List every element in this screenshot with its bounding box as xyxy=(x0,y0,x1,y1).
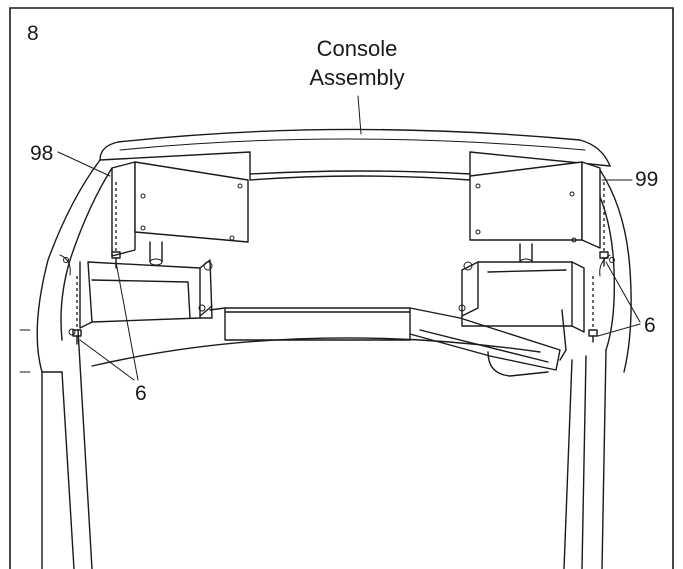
screw-right-upper xyxy=(599,182,609,267)
callout-6-left-leader-1 xyxy=(115,261,139,381)
left-upright xyxy=(19,159,113,569)
callout-6-right-leader-2 xyxy=(597,323,641,337)
screw-right-lower xyxy=(588,276,598,343)
title-leader xyxy=(357,95,362,135)
console-tray xyxy=(199,305,561,377)
base-curve xyxy=(91,337,541,367)
title-line-2: Assembly xyxy=(309,65,404,90)
left-bracket-assembly xyxy=(79,161,249,329)
callout-6-right: 6 xyxy=(644,314,656,337)
console-shell xyxy=(99,128,611,181)
callout-98-leader xyxy=(57,151,111,177)
screw-left-lower xyxy=(72,276,82,345)
callout-99: 99 xyxy=(635,168,658,191)
callout-6-left: 6 xyxy=(135,382,147,405)
callout-98: 98 xyxy=(30,142,53,165)
title-line-1: Console xyxy=(317,36,398,61)
step-number: 8 xyxy=(27,22,39,45)
diagram-frame xyxy=(9,7,674,569)
right-bracket-assembly xyxy=(458,161,601,361)
callout-6-right-leader-1 xyxy=(605,261,641,323)
callout-6-left-leader-2 xyxy=(79,339,135,381)
